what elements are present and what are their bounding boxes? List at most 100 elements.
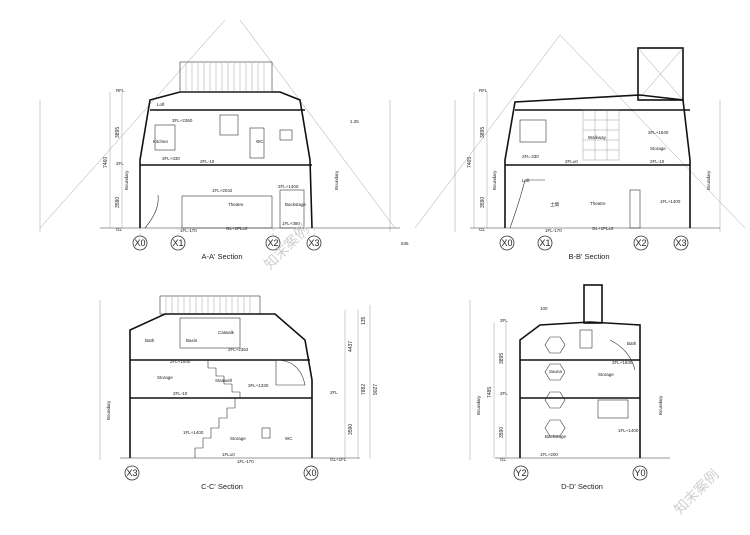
level-tag: 3FL+1330 <box>248 383 269 388</box>
dimension-7485: 7485 <box>487 387 493 398</box>
room-label-storage: Storage <box>230 436 246 441</box>
level-tag: 1FL-170 <box>545 228 562 233</box>
room-label-basin: Basin <box>186 338 198 343</box>
dimension-7465: 7465 <box>467 157 473 168</box>
level-marker-rfl: RFL <box>116 88 125 93</box>
roof-sightline <box>39 19 226 229</box>
level-tag: 2FL+1840 <box>170 359 191 364</box>
roof-cap <box>179 61 273 93</box>
window <box>579 329 593 349</box>
level-tag: 1FL+1400 <box>660 199 681 204</box>
level-tag: 2FL-330 <box>522 154 539 159</box>
window <box>279 129 293 141</box>
svg-text:X3: X3 <box>675 238 686 248</box>
dimension-3590: 3590 <box>348 424 354 435</box>
level-tag: 2FL-10 <box>173 391 188 396</box>
axis-bubble-x0: X0 <box>132 235 148 251</box>
hexagon-windows <box>544 336 566 437</box>
bath-curve <box>609 339 636 371</box>
svg-text:Y0: Y0 <box>634 468 645 478</box>
watermark: 知末案例 <box>671 466 723 518</box>
level-tag: 1FL+1400 <box>618 428 639 433</box>
room-label-stairwell: Stairwell <box>215 378 232 383</box>
figure-outline <box>144 194 159 229</box>
dimension-3895: 3895 <box>499 353 505 364</box>
dimension-135: 135 <box>361 316 367 325</box>
svg-text:X1: X1 <box>172 238 183 248</box>
level-tag: 3FL+1840 <box>648 130 669 135</box>
window <box>219 114 239 136</box>
axis-bubble-x1: X1 <box>170 235 186 251</box>
section-title: B-B' Section <box>568 252 609 261</box>
roof-sightline <box>239 19 396 229</box>
backstage-wall <box>279 189 305 229</box>
axis-bubble-x3: X3 <box>306 235 322 251</box>
axis-bubble-x0: X0 <box>499 235 515 251</box>
axis-bubble-y0: Y0 <box>632 465 648 481</box>
axis-bubble-x2: X2 <box>633 235 649 251</box>
boundary-label: Boundary <box>334 170 339 190</box>
dimension-100: 100 <box>540 306 548 311</box>
level-marker-gl: GL <box>500 457 507 462</box>
level-marker-gl: GL <box>479 227 486 232</box>
dimension-3895: 3895 <box>480 127 486 138</box>
svg-text:X3: X3 <box>308 238 319 248</box>
level-tag: 1FL+2042 <box>212 188 233 193</box>
level-tag: 1FL-170 <box>237 459 254 464</box>
level-tag: 2FL+1840 <box>612 360 633 365</box>
room-label-storage: Storage <box>598 372 614 377</box>
room-label-kitchen: Kitchen <box>153 139 169 144</box>
window <box>597 399 629 419</box>
roof-cap <box>159 295 261 315</box>
stair-profile <box>194 398 236 458</box>
axis-bubble-x0: X0 <box>303 465 319 481</box>
dimension-3895: 3895 <box>115 127 121 138</box>
room-label-loft: Loft <box>522 178 530 183</box>
boundary-label: Boundary <box>476 395 481 415</box>
theatre-glazing <box>181 195 273 229</box>
svg-text:X2: X2 <box>635 238 646 248</box>
svg-text:X0: X0 <box>501 238 512 248</box>
level-tag: GL+1FL±0 <box>592 226 614 231</box>
room-label-backstage: Backstage <box>545 434 567 439</box>
dimension-3590: 3590 <box>480 197 486 208</box>
roof-sightline <box>559 34 746 229</box>
dimension-3590: 3590 <box>499 427 505 438</box>
level-marker-2fl: 2FL <box>116 161 124 166</box>
roof-hatch <box>165 297 251 313</box>
window <box>519 119 547 143</box>
section-title: C-C' Section <box>201 482 243 491</box>
svg-text:X1: X1 <box>539 238 550 248</box>
boundary-label: Boundary <box>106 400 111 420</box>
svg-text:X3: X3 <box>126 468 137 478</box>
room-label-bath: Bath <box>627 341 637 346</box>
level-tag: 1FL+200 <box>540 452 558 457</box>
catwalk-window <box>179 317 241 349</box>
room-label-loft: Loft <box>157 102 165 107</box>
section-title: A-A' Section <box>201 252 242 261</box>
axis-bubble-x2: X2 <box>265 235 281 251</box>
room-label-storage: Storage <box>157 375 173 380</box>
building-outline <box>504 94 691 228</box>
room-label-catwalk: Catwalk <box>218 330 235 335</box>
axis-bubble-x1: X1 <box>537 235 553 251</box>
level-tag: 2FL±0 <box>565 159 578 164</box>
section-b-b: Walkway Storage Loft Theatre 土間 3FL+1840… <box>414 34 746 261</box>
window <box>154 124 176 151</box>
loft-stair <box>509 179 545 229</box>
building-outline <box>129 313 313 458</box>
dimension-9027: 9027 <box>373 384 379 395</box>
axis-bubble-x3: X3 <box>124 465 140 481</box>
boundary-label: Boundary <box>492 170 497 190</box>
level-tag: 2FL-10 <box>200 159 215 164</box>
level-marker-rfl: RFL <box>479 88 488 93</box>
axis-bubble-y2: Y2 <box>513 465 529 481</box>
room-label-sauna: Sauna <box>549 369 563 374</box>
level-tag: 1FL-170 <box>180 228 197 233</box>
axis-bubble-x3: X3 <box>673 235 689 251</box>
room-label-theatre: Theatre <box>228 202 244 207</box>
room-label-walkway: Walkway <box>588 135 607 140</box>
roof-tower <box>637 47 684 101</box>
section-c-c: Catwalk Bath Basin Storage Stairwell Sto… <box>99 295 379 491</box>
roof-hatch <box>185 63 265 91</box>
